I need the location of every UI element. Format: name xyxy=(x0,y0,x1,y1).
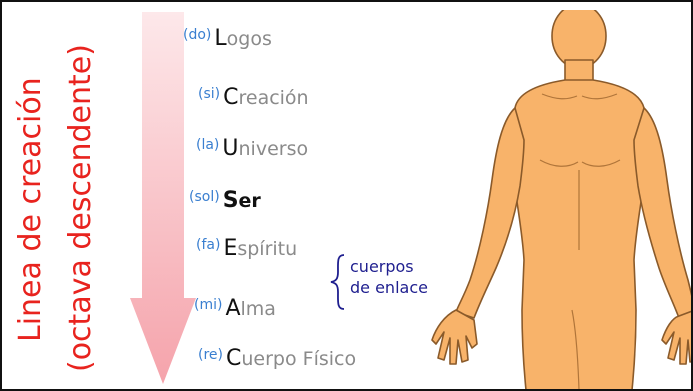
level-row-logos: (do)Logos xyxy=(183,26,272,56)
descending-arrow xyxy=(130,12,196,384)
note-fa: (fa) xyxy=(196,237,221,253)
vertical-title: Linea de creación (octava descendente) xyxy=(8,12,128,380)
level-row-creacion: (si)Creación xyxy=(198,85,309,115)
note-sol: (sol) xyxy=(189,189,220,205)
brace-icon xyxy=(330,254,345,310)
level-row-espiritu: (fa)Espíritu xyxy=(196,236,297,266)
note-la: (la) xyxy=(196,137,220,153)
linking-bodies-group: cuerpos de enlace xyxy=(328,252,448,312)
level-row-universo: (la)Universo xyxy=(196,136,308,166)
level-row-alma: (mi)Alma xyxy=(194,296,276,326)
level-row-cuerpo-fisico: (re)Cuerpo Físico xyxy=(198,346,356,376)
level-row-ser: (sol)Ser xyxy=(189,188,261,218)
level-initial: E xyxy=(223,236,238,261)
title-line-2: (octava descendente) xyxy=(63,44,98,372)
level-initial: A xyxy=(225,296,241,321)
level-initial: C xyxy=(226,346,242,371)
level-initial: S xyxy=(222,188,239,213)
level-label: uerpo Físico xyxy=(241,348,357,370)
note-do: (do) xyxy=(183,27,212,43)
brace-label-line-2: de enlace xyxy=(350,278,428,297)
level-label: reación xyxy=(238,87,309,109)
level-initial: L xyxy=(214,26,227,51)
level-label: spíritu xyxy=(237,238,298,260)
brace-label: cuerpos de enlace xyxy=(350,256,428,298)
title-line-1: Linea de creación xyxy=(13,77,48,342)
level-label: er xyxy=(238,190,261,212)
level-label: ogos xyxy=(226,28,272,50)
note-si: (si) xyxy=(198,86,221,102)
level-initial: C xyxy=(223,85,239,110)
level-label: niverso xyxy=(238,138,309,160)
note-re: (re) xyxy=(198,347,223,363)
note-mi: (mi) xyxy=(194,297,223,313)
human-body-figure xyxy=(431,10,691,389)
level-initial: U xyxy=(222,136,239,161)
level-label: lma xyxy=(240,298,276,320)
brace-label-line-1: cuerpos xyxy=(350,257,414,276)
